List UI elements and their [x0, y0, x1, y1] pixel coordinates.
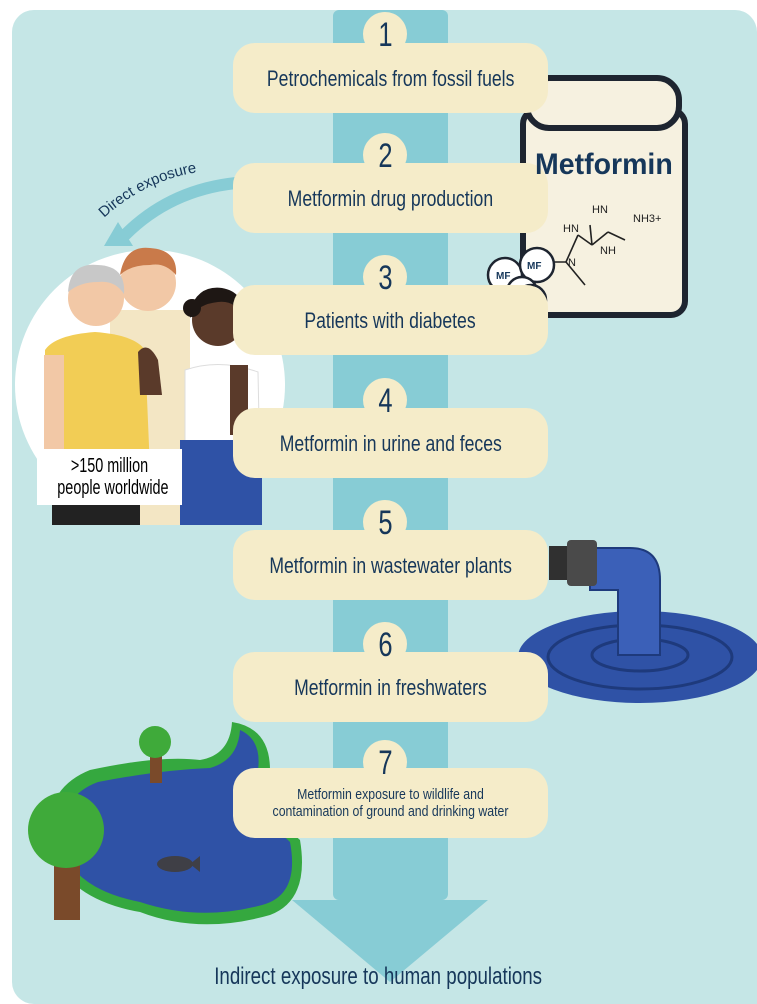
molecule-n: N	[568, 257, 576, 269]
step-7-text: Metformin exposure to wildlife and conta…	[272, 786, 509, 820]
step-4-number: 4	[363, 378, 407, 422]
lake-illustration	[28, 722, 303, 925]
people-count-line1: >150 million	[70, 455, 149, 477]
step-2-number: 2	[363, 133, 407, 177]
pill-label-2: MF	[527, 261, 541, 272]
people-count-label: >150 million people worldwide	[37, 449, 182, 505]
jar-label: Metformin	[535, 148, 673, 181]
step-4-text: Metformin in urine and feces	[279, 430, 502, 456]
pill-label-1: MF	[496, 271, 510, 282]
step-5-text: Metformin in wastewater plants	[269, 552, 512, 578]
step-7-number: 7	[363, 740, 407, 784]
direct-exposure-arrow: Direct exposure	[95, 159, 242, 246]
metformin-jar: HN HN NH3+ NH N	[520, 75, 688, 318]
molecule-nh: NH	[600, 245, 616, 257]
indirect-exposure-label: Indirect exposure to human populations	[214, 963, 543, 990]
step-2-text: Metformin drug production	[287, 185, 494, 211]
step-1-number: 1	[363, 12, 407, 56]
step-1-text: Petrochemicals from fossil fuels	[266, 65, 515, 91]
molecule-hn-left: HN	[563, 223, 579, 235]
step-5-number: 5	[363, 500, 407, 544]
step-6-number: 6	[363, 622, 407, 666]
molecule-nh3: NH3+	[633, 213, 661, 225]
people-count-line2: people worldwide	[57, 477, 169, 499]
step-3-number: 3	[363, 255, 407, 299]
molecule-hn-top: HN	[592, 204, 608, 216]
step-3-text: Patients with diabetes	[304, 307, 477, 333]
wastewater-pipe	[518, 540, 757, 703]
step-6-text: Metformin in freshwaters	[294, 674, 487, 700]
